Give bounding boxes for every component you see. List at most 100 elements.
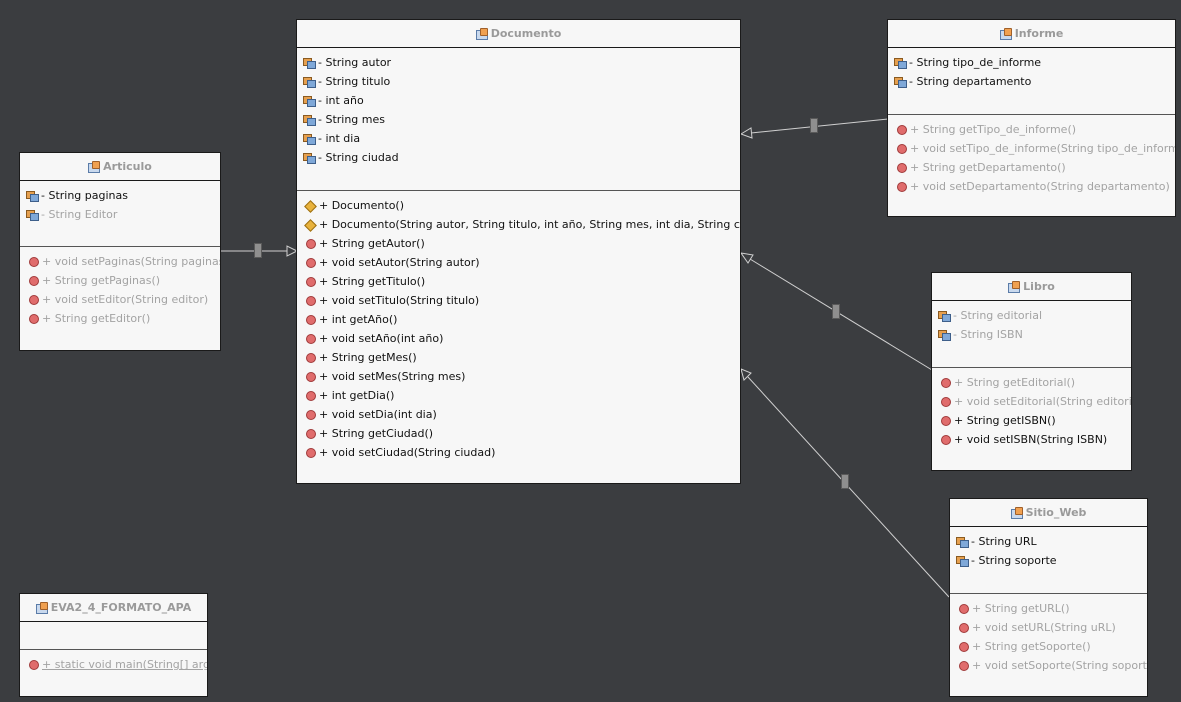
method-row[interactable]: + void setDia(int dia) (297, 405, 740, 424)
method-icon (306, 353, 316, 363)
method-icon (29, 295, 39, 305)
field-row[interactable]: - String paginas (20, 186, 220, 205)
main-fields (20, 622, 207, 650)
method-row[interactable]: + void setSoporte(String soporte) (950, 656, 1147, 675)
field-row[interactable]: - String Editor (20, 205, 220, 224)
method-icon (959, 661, 969, 671)
method-row[interactable]: + void setMes(String mes) (297, 367, 740, 386)
link-handle-libro[interactable] (832, 304, 840, 319)
class-icon (475, 28, 488, 40)
field-row[interactable]: - String URL (950, 532, 1147, 551)
class-informe[interactable]: Informe - String tipo_de_informe - Strin… (887, 19, 1176, 217)
method-row[interactable]: + String getPaginas() (20, 271, 220, 290)
field-row[interactable]: - String departamento (888, 72, 1175, 91)
method-icon (306, 429, 316, 439)
class-libro-title: Libro (932, 273, 1131, 301)
method-icon (941, 378, 951, 388)
method-icon (306, 448, 316, 458)
field-icon (938, 311, 951, 322)
informe-fields: - String tipo_de_informe - String depart… (888, 48, 1175, 115)
method-icon (959, 623, 969, 633)
class-articulo[interactable]: Articulo - String paginas - String Edito… (19, 152, 221, 351)
method-row[interactable]: + void setAutor(String autor) (297, 253, 740, 272)
link-handle-sitio[interactable] (841, 474, 849, 489)
class-libro[interactable]: Libro - String editorial - String ISBN +… (931, 272, 1132, 471)
method-row[interactable]: + String getMes() (297, 348, 740, 367)
constructor-row[interactable]: + Documento(String autor, String titulo,… (297, 215, 740, 234)
method-row[interactable]: + void setEditor(String editor) (20, 290, 220, 309)
class-documento[interactable]: Documento - String autor - String titulo… (296, 19, 741, 484)
method-row[interactable]: + static void main(String[] args) (20, 655, 207, 674)
field-icon (303, 115, 316, 126)
method-row[interactable]: + String getAutor() (297, 234, 740, 253)
field-icon (894, 58, 907, 69)
method-icon (941, 435, 951, 445)
informe-methods: + String getTipo_de_informe() + void set… (888, 115, 1175, 196)
field-row[interactable]: - int año (297, 91, 740, 110)
method-icon (959, 642, 969, 652)
link-handle-articulo[interactable] (254, 243, 262, 258)
field-row[interactable]: - String ciudad (297, 148, 740, 167)
method-row[interactable]: + void setCiudad(String ciudad) (297, 443, 740, 462)
method-icon (29, 257, 39, 267)
field-icon (938, 330, 951, 341)
method-row[interactable]: + void setAño(int año) (297, 329, 740, 348)
method-row[interactable]: + String getISBN() (932, 411, 1131, 430)
method-row[interactable]: + String getEditor() (20, 309, 220, 328)
documento-methods: + Documento() + Documento(String autor, … (297, 191, 740, 462)
method-row[interactable]: + String getTipo_de_informe() (888, 120, 1175, 139)
method-row[interactable]: + void setISBN(String ISBN) (932, 430, 1131, 449)
link-handle-informe[interactable] (810, 118, 818, 133)
field-row[interactable]: - String autor (297, 53, 740, 72)
method-row[interactable]: + void setPaginas(String paginas) (20, 252, 220, 271)
class-main[interactable]: EVA2_4_FORMATO_APA + static void main(St… (19, 593, 208, 697)
class-articulo-title: Articulo (20, 153, 220, 181)
field-row[interactable]: - String soporte (950, 551, 1147, 570)
field-row[interactable]: - String ISBN (932, 325, 1131, 344)
field-row[interactable]: - int dia (297, 129, 740, 148)
field-icon (303, 96, 316, 107)
link-informe-documento (750, 118, 889, 134)
method-row[interactable]: + String getTitulo() (297, 272, 740, 291)
constructor-row[interactable]: + Documento() (297, 196, 740, 215)
sitio-web-methods: + String getURL() + void setURL(String u… (950, 594, 1147, 675)
articulo-fields: - String paginas - String Editor (20, 181, 220, 247)
method-icon (306, 315, 316, 325)
arrowhead-libro (739, 252, 754, 264)
field-icon (26, 191, 39, 202)
method-row[interactable]: + String getURL() (950, 599, 1147, 618)
field-row[interactable]: - String titulo (297, 72, 740, 91)
method-icon (897, 163, 907, 173)
articulo-methods: + void setPaginas(String paginas) + Stri… (20, 247, 220, 328)
method-icon (29, 314, 39, 324)
field-icon (303, 77, 316, 88)
class-informe-title: Informe (888, 20, 1175, 48)
method-row[interactable]: + void setURL(String uRL) (950, 618, 1147, 637)
field-icon (956, 556, 969, 567)
method-row[interactable]: + String getDepartamento() (888, 158, 1175, 177)
class-documento-title: Documento (297, 20, 740, 48)
method-row[interactable]: + int getDia() (297, 386, 740, 405)
method-row[interactable]: + String getEditorial() (932, 373, 1131, 392)
field-icon (303, 134, 316, 145)
method-row[interactable]: + int getAño() (297, 310, 740, 329)
field-row[interactable]: - String tipo_de_informe (888, 53, 1175, 72)
method-icon (306, 277, 316, 287)
method-icon (897, 144, 907, 154)
sitio-web-fields: - String URL - String soporte (950, 527, 1147, 594)
method-icon (897, 182, 907, 192)
field-row[interactable]: - String mes (297, 110, 740, 129)
method-icon (306, 334, 316, 344)
method-row[interactable]: + String getSoporte() (950, 637, 1147, 656)
method-row[interactable]: + void setTipo_de_informe(String tipo_de… (888, 139, 1175, 158)
class-icon (999, 28, 1012, 40)
method-row[interactable]: + String getCiudad() (297, 424, 740, 443)
method-row[interactable]: + void setDepartamento(String departamen… (888, 177, 1175, 196)
class-sitio-web[interactable]: Sitio_Web - String URL - String soporte … (949, 498, 1148, 697)
field-row[interactable]: - String editorial (932, 306, 1131, 325)
constructor-icon (304, 199, 317, 213)
method-row[interactable]: + void setTitulo(String titulo) (297, 291, 740, 310)
method-icon (306, 296, 316, 306)
method-row[interactable]: + void setEditorial(String editorial) (932, 392, 1131, 411)
